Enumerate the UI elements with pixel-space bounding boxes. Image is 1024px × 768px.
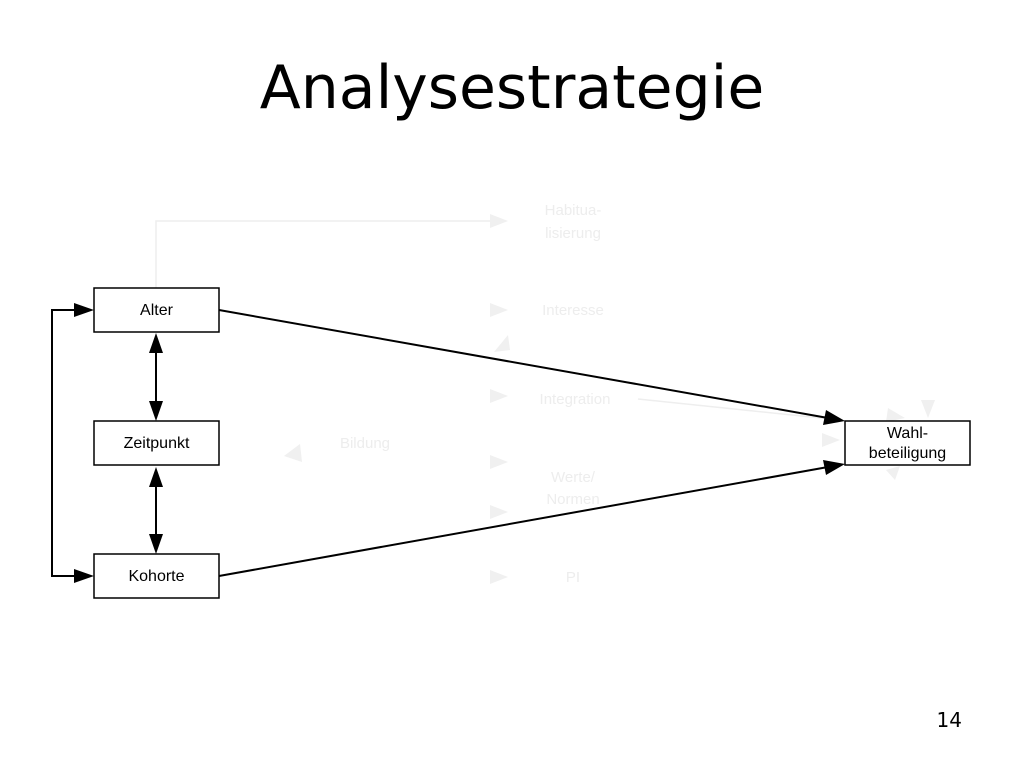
hidden-arrowhead	[490, 389, 508, 403]
edge-kohorte-wahlbeteiligung	[218, 466, 829, 577]
hidden-arrowhead	[490, 455, 508, 469]
hidden-arrowhead	[490, 505, 508, 519]
hidden-node-pi: PI	[566, 569, 580, 586]
hidden-arrowhead	[822, 433, 840, 447]
slide-title: Analysestrategie	[259, 53, 765, 123]
node-wahlbeteiligung-line1: Wahl-	[887, 425, 928, 442]
hidden-arrowhead	[490, 303, 508, 317]
hidden-node-werte-line1: Werte/	[551, 469, 596, 486]
arrowhead-right	[74, 569, 94, 583]
arrowhead-up	[149, 333, 163, 353]
node-alter-label: Alter	[140, 302, 174, 319]
hidden-arrowhead	[284, 444, 302, 462]
hidden-node-bildung: Bildung	[340, 435, 390, 452]
hidden-arrowhead	[490, 570, 508, 584]
hidden-arrowhead	[921, 400, 935, 418]
edge-alter-kohorte-loop	[51, 309, 78, 577]
hidden-edge-habitualisierung	[155, 220, 495, 288]
node-zeitpunkt: Zeitpunkt	[93, 420, 220, 466]
node-kohorte: Kohorte	[93, 553, 220, 599]
hidden-arrowhead	[494, 335, 510, 352]
hidden-node-integration: Integration	[540, 391, 611, 408]
hidden-edge-integration	[637, 398, 841, 421]
arrowhead-to-wahlbeteiligung	[823, 410, 845, 425]
edge-alter-wahlbeteiligung	[218, 309, 829, 419]
arrowhead-down	[149, 534, 163, 554]
arrowhead-up	[149, 467, 163, 487]
page-number: 14	[936, 708, 962, 732]
node-wahlbeteiligung: Wahl- beteiligung	[844, 420, 971, 466]
hidden-node-werte-line2: Normen	[546, 491, 599, 508]
node-alter: Alter	[93, 287, 220, 333]
hidden-node-habitualisierung-line2: lisierung	[545, 225, 601, 242]
hidden-arrowhead	[886, 466, 900, 480]
arrowhead-right	[74, 303, 94, 317]
hidden-node-interesse: Interesse	[542, 302, 604, 319]
hidden-node-habitualisierung-line1: Habitua-	[545, 202, 602, 219]
node-kohorte-label: Kohorte	[128, 568, 184, 585]
node-wahlbeteiligung-line2: beteiligung	[869, 445, 946, 462]
hidden-arrowhead	[490, 214, 508, 228]
arrowhead-to-wahlbeteiligung	[823, 460, 845, 475]
node-zeitpunkt-label: Zeitpunkt	[124, 435, 190, 452]
arrowhead-down	[149, 401, 163, 421]
hidden-arrowhead	[886, 408, 905, 422]
hidden-layer: Habitua- lisierung Interesse Integration…	[155, 202, 935, 586]
edges	[51, 303, 845, 583]
